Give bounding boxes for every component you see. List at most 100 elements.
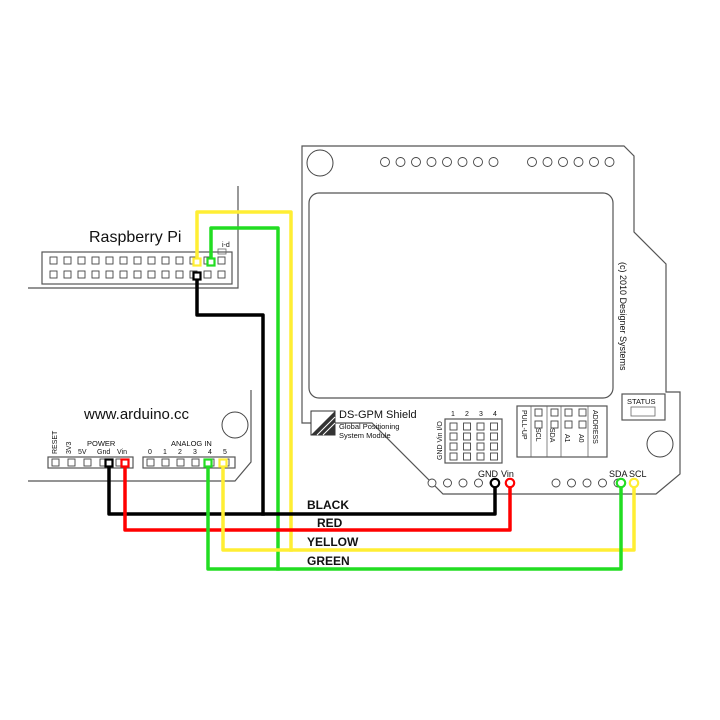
wire-endpoint-pin	[489, 477, 501, 489]
analog-pin-3: 3	[193, 449, 197, 456]
analog-pin	[191, 458, 200, 467]
shield-bottom-header	[427, 478, 623, 488]
io-pin	[490, 422, 498, 431]
gpio-pin	[77, 270, 86, 279]
jumper-pin	[578, 420, 587, 429]
gps-module	[308, 192, 614, 399]
shield-bottom-pin	[458, 478, 468, 488]
wire-endpoint-pin	[120, 458, 130, 468]
shield-header-pin	[395, 157, 406, 167]
wire-red-main	[123, 461, 512, 532]
jumper-pin	[534, 420, 543, 429]
shield-header-pin	[527, 157, 537, 167]
io-header	[444, 418, 503, 464]
gpio-pin	[133, 256, 142, 265]
gpio-pin	[49, 256, 58, 265]
io-pins	[449, 422, 498, 461]
gpio-header	[41, 251, 233, 285]
io-pin	[476, 432, 485, 441]
io-pin	[476, 442, 485, 451]
gpio-pin	[133, 270, 142, 279]
gpio-pin	[63, 256, 72, 265]
gpio-pin	[161, 270, 170, 279]
shield-subtitle-1: Global Positioning	[339, 422, 399, 431]
sda-label: SDA	[609, 469, 628, 479]
gpio-pin	[175, 270, 184, 279]
wire-green-main	[206, 461, 623, 571]
wire-black-rpi	[195, 274, 265, 516]
power-header	[47, 456, 134, 469]
wire-yellow-rpi	[195, 210, 293, 552]
shield-outline	[301, 145, 681, 495]
shield-header-pin	[411, 157, 421, 167]
power-pins	[51, 458, 124, 467]
wire-endpoint-pin	[203, 458, 213, 468]
jumper-pin	[578, 408, 587, 417]
jumper-pin	[534, 408, 543, 417]
jumper-pin	[564, 420, 573, 429]
shield-bottom-pin	[551, 478, 561, 488]
arduino-title: www.arduino.cc	[83, 406, 190, 423]
wire-label-yellow: YELLOW	[307, 535, 359, 549]
power-pin-gnd: Gnd	[97, 449, 110, 456]
io-pin	[490, 442, 498, 451]
arduino-board: www.arduino.cc POWER ANALOG IN RESET 3V3…	[28, 390, 252, 482]
wire-endpoint-pin	[104, 458, 114, 468]
status-led	[630, 406, 656, 417]
jumper-block	[516, 405, 608, 458]
io-pin	[463, 452, 471, 461]
gpio-pin	[91, 270, 100, 279]
io-pin	[449, 432, 458, 441]
id-label: i-d	[222, 242, 230, 249]
status-box	[621, 393, 666, 421]
gpio-pin	[161, 256, 170, 265]
wire-green-rpi	[209, 226, 280, 571]
shield-name: DS-GPM Shield	[339, 409, 417, 421]
power-pin-reset: RESET	[52, 430, 59, 454]
analog-pin-5: 5	[223, 449, 227, 456]
shield-header-pin	[442, 157, 452, 167]
pin1-marker	[217, 248, 227, 255]
gpio-pin	[119, 256, 128, 265]
jumper-pin	[564, 408, 573, 417]
ds-gpm-shield: (c) 2010 Designer Systems DS-GPM Shield …	[301, 145, 681, 495]
shield-bottom-pin	[582, 478, 592, 488]
power-pin	[67, 458, 76, 467]
raspberry-pi-board: Raspberry Pi i-d	[28, 186, 239, 289]
analog-pin-4: 4	[208, 449, 212, 456]
io-pin	[463, 422, 471, 431]
gpio-pin	[91, 256, 100, 265]
copyright-label: (c) 2010 Designer Systems	[618, 262, 628, 371]
io-number-3: 3	[479, 411, 483, 418]
shield-top-header	[380, 157, 615, 167]
shield-header-pin	[426, 157, 437, 167]
wire-endpoint-pin	[192, 257, 202, 267]
shield-header-pin	[558, 157, 568, 167]
wires	[107, 210, 636, 571]
gpio-pin	[203, 270, 212, 279]
shield-header-pin	[473, 157, 483, 167]
raspberry-pi-title: Raspberry Pi	[89, 229, 181, 246]
analog-header	[142, 456, 236, 469]
shield-header-pin	[380, 157, 390, 167]
gpio-pin	[217, 256, 226, 265]
wire-endpoint-pin	[615, 477, 627, 489]
io-number-2: 2	[465, 411, 469, 418]
analog-pin	[176, 458, 185, 467]
shield-bottom-pin	[598, 478, 607, 488]
shield-mount-hole-right	[646, 430, 674, 458]
a1-label: A1	[563, 434, 570, 443]
power-label: POWER	[87, 439, 116, 448]
io-number-4: 4	[493, 411, 497, 418]
gpio-pin	[77, 256, 86, 265]
analog-in-label: ANALOG IN	[171, 439, 212, 448]
io-pin	[490, 432, 498, 441]
io-pin	[476, 452, 485, 461]
arduino-mount-hole	[221, 411, 249, 439]
power-pin-vin: Vin	[117, 449, 127, 456]
gpio-pin	[147, 270, 156, 279]
wire-endpoint-pin	[628, 477, 640, 489]
gpio-pin	[105, 270, 114, 279]
gpio-pin	[147, 256, 156, 265]
